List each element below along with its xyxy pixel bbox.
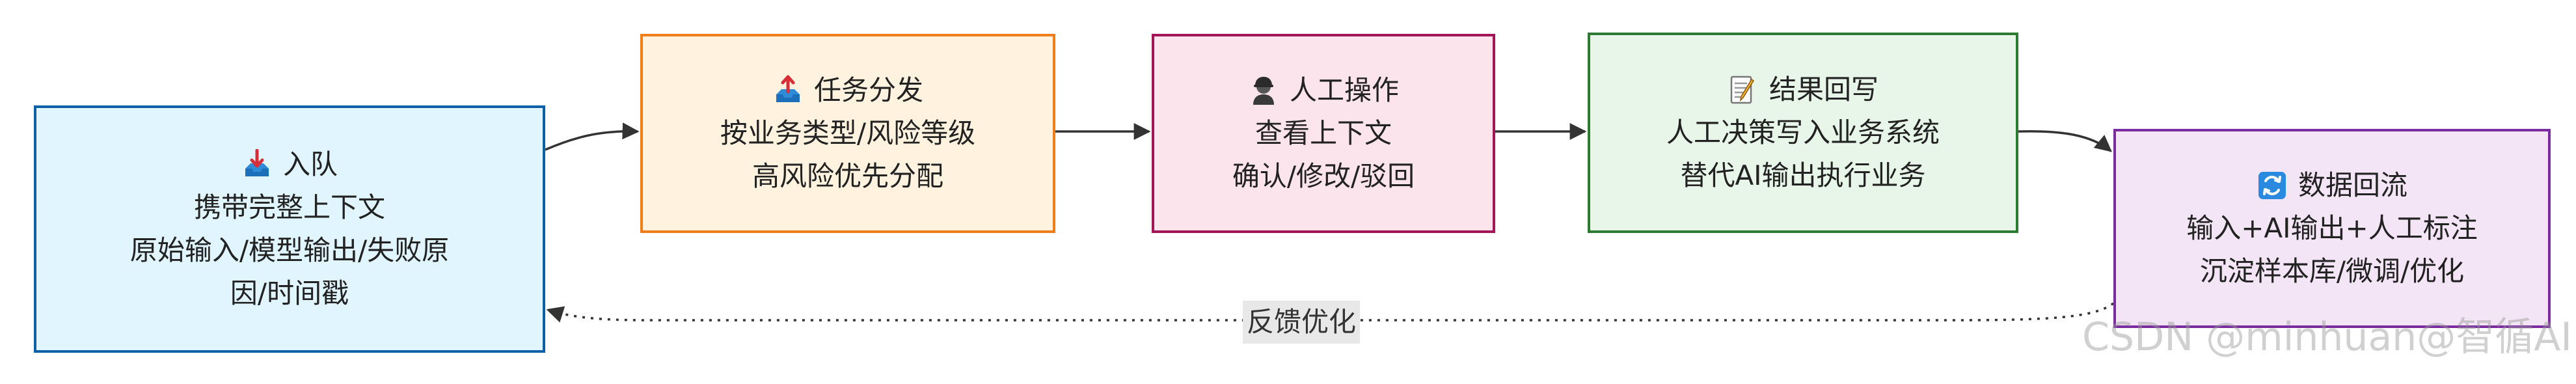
inbox-tray-icon bbox=[241, 148, 273, 180]
node-line: 按业务类型/风险等级 bbox=[720, 117, 976, 149]
edge-enqueue-to-dispatch bbox=[545, 122, 640, 151]
node-result: 结果回写 人工决策写入业务系统 替代AI输出执行业务 bbox=[1588, 33, 2018, 233]
node-line: 确认/修改/驳回 bbox=[1232, 160, 1415, 192]
node-line: 替代AI输出执行业务 bbox=[1680, 159, 1926, 191]
node-title: 数据回流 bbox=[2298, 169, 2407, 201]
node-line: 高风险优先分配 bbox=[752, 160, 943, 192]
node-line: 输入+AI输出+人工标注 bbox=[2186, 212, 2478, 244]
node-title: 任务分发 bbox=[813, 74, 923, 106]
node-title: 人工操作 bbox=[1289, 74, 1399, 106]
memo-icon bbox=[1728, 74, 1759, 105]
node-line: 人工决策写入业务系统 bbox=[1666, 117, 1940, 148]
node-line: 因/时间戳 bbox=[230, 277, 349, 309]
feedback-edge-label: 反馈优化 bbox=[1243, 301, 1361, 344]
node-line: 查看上下文 bbox=[1254, 117, 1392, 149]
node-line: 沉淀样本库/微调/优化 bbox=[2199, 255, 2465, 287]
edge-feedback-dotted bbox=[546, 302, 2115, 323]
outbox-tray-icon bbox=[772, 75, 804, 106]
node-dispatch: 任务分发 按业务类型/风险等级 高风险优先分配 bbox=[640, 34, 1055, 233]
node-enqueue: 入队 携带完整上下文 原始输入/模型输出/失败原 因/时间戳 bbox=[34, 105, 545, 353]
refresh-icon bbox=[2257, 170, 2288, 201]
node-line: 原始输入/模型输出/失败原 bbox=[129, 234, 450, 266]
node-title: 结果回写 bbox=[1769, 74, 1878, 105]
worker-icon bbox=[1248, 75, 1279, 106]
node-flow: 数据回流 输入+AI输出+人工标注 沉淀样本库/微调/优化 bbox=[2113, 129, 2551, 328]
node-operate: 人工操作 查看上下文 确认/修改/驳回 bbox=[1152, 34, 1495, 233]
watermark: CSDN @minhuan@智循AI bbox=[2082, 314, 2572, 360]
node-line: 携带完整上下文 bbox=[193, 191, 385, 223]
node-title: 入队 bbox=[282, 148, 338, 180]
edge-result-to-flow bbox=[2018, 130, 2113, 152]
